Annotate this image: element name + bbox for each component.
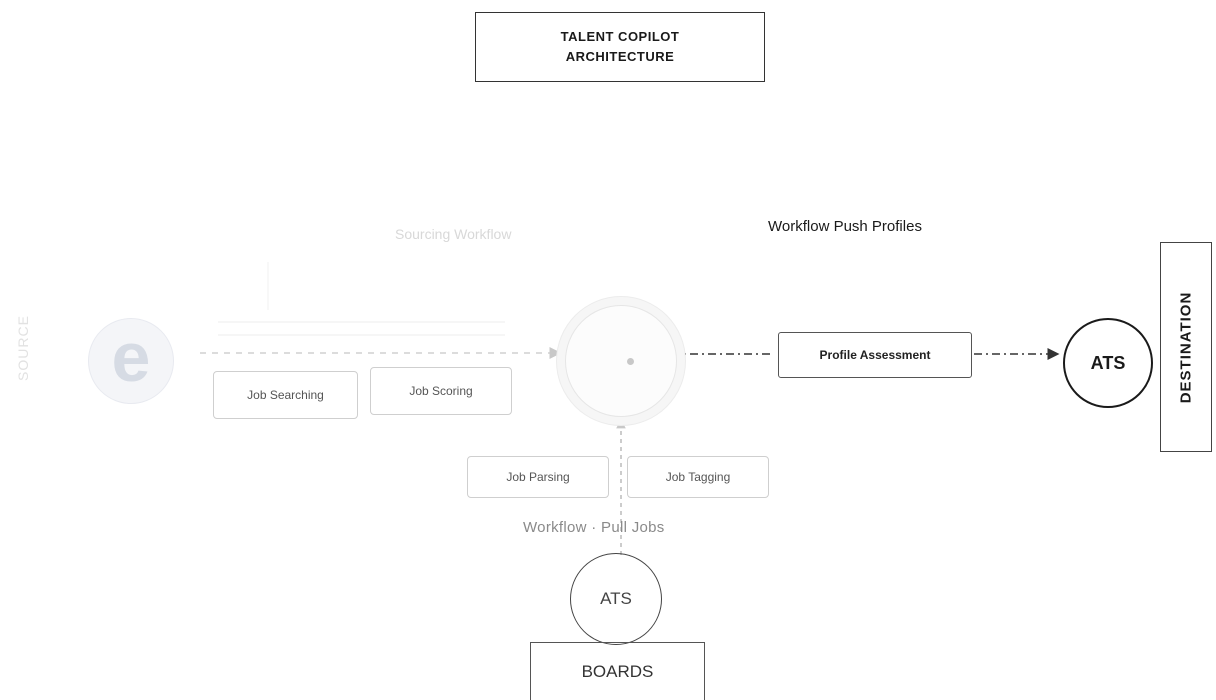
- sourcing-heading: Sourcing Workflow: [395, 226, 512, 242]
- destination-label: DESTINATION: [1177, 291, 1195, 403]
- destination-box: DESTINATION: [1160, 242, 1212, 452]
- workflow-pull-label: Workflow · Pull Jobs: [523, 519, 665, 536]
- boards-box: BOARDS: [530, 642, 705, 700]
- job-scoring-step: Job Scoring: [370, 367, 512, 415]
- hub-dot-icon: [626, 357, 634, 365]
- source-vertical-label: SOURCE: [14, 315, 31, 381]
- title-line-2: ARCHITECTURE: [565, 49, 675, 64]
- job-parsing-step: Job Parsing: [467, 456, 609, 498]
- e-logo-icon: e: [88, 318, 174, 404]
- title-line-1: TALENT COPILOT: [560, 29, 680, 44]
- workflow-push-label: Workflow Push Profiles: [768, 218, 922, 235]
- profile-assessment-step: Profile Assessment: [778, 332, 972, 378]
- job-tagging-step: Job Tagging: [627, 456, 769, 498]
- job-searching-step: Job Searching: [213, 371, 358, 419]
- ats-source-node: ATS: [570, 553, 662, 645]
- hub-icon: [565, 305, 677, 417]
- ats-destination-node: ATS: [1063, 318, 1153, 408]
- diagram-title: TALENT COPILOT ARCHITECTURE: [475, 12, 765, 82]
